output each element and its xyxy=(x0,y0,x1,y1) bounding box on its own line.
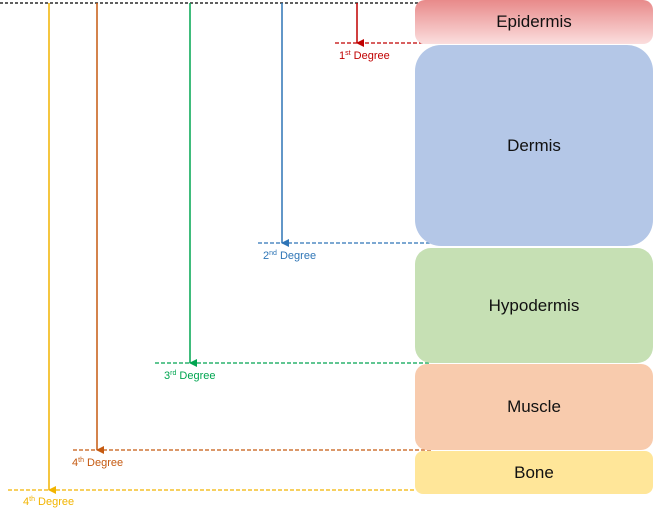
layer-bone: Bone xyxy=(415,451,653,494)
degree-label-1: 1st Degree xyxy=(339,50,390,62)
degree-label-4a: 4th Degree xyxy=(72,457,124,469)
layer-label-hypodermis: Hypodermis xyxy=(488,295,580,315)
layer-hypodermis: Hypodermis xyxy=(415,248,653,363)
degree-label-4b: 4th Degree xyxy=(23,496,75,508)
degree-label-3: 3rd Degree xyxy=(164,370,216,382)
layer-dermis: Dermis xyxy=(415,45,653,246)
layer-label-muscle: Muscle xyxy=(507,397,561,416)
layer-label-epidermis: Epidermis xyxy=(496,12,572,31)
degree-label-2: 2nd Degree xyxy=(263,250,317,262)
layer-epidermis: Epidermis xyxy=(415,0,653,44)
layer-label-bone: Bone xyxy=(514,462,554,482)
layer-label-dermis: Dermis xyxy=(507,135,561,155)
layer-muscle: Muscle xyxy=(415,364,653,450)
